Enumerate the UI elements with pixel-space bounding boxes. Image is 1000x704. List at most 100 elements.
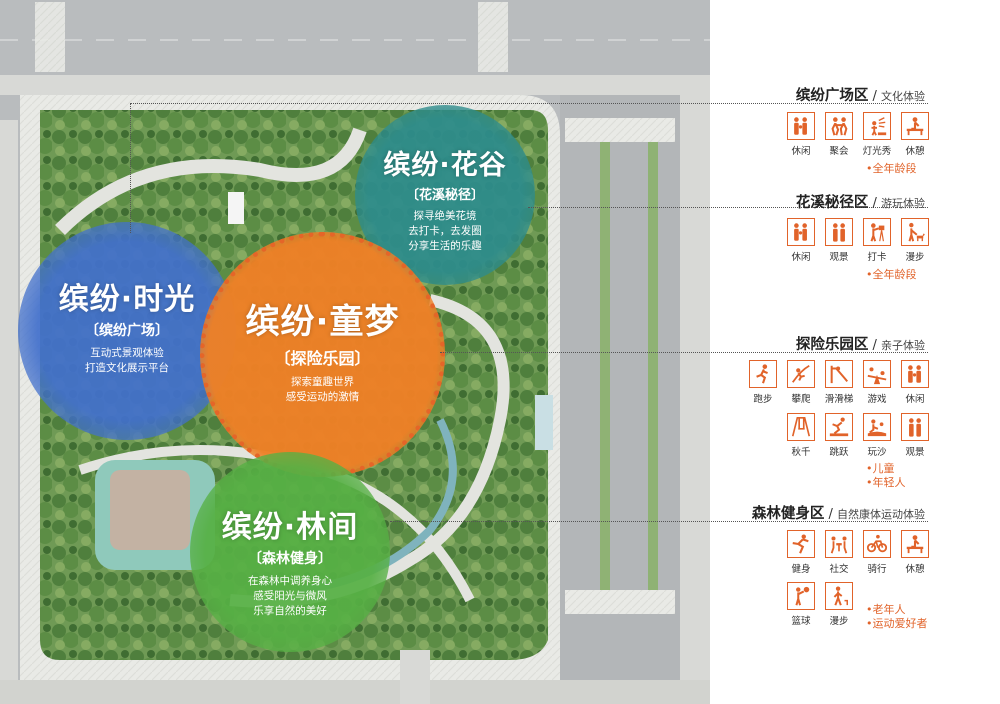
desc-line: 探寻绝美花境: [413, 210, 477, 222]
activity-label: 玩沙: [867, 447, 887, 458]
zone-shiguang-subtitle: 〔缤纷广场〕: [85, 323, 169, 339]
bench-icon: [901, 112, 929, 140]
legend-huaxi-header: 花溪秘径区 / 游玩体验: [796, 191, 925, 212]
activity-label: 秋千: [791, 447, 811, 458]
activity-label: 观景: [829, 252, 849, 263]
fitness-icon: [787, 530, 815, 558]
zone-linjian-title: 缤纷·林间: [221, 510, 359, 545]
basketball-icon: [787, 582, 815, 610]
swing-icon: [787, 413, 815, 441]
legend-zone-type: 自然康体运动体验: [837, 508, 925, 521]
guide-line-guangchang: [130, 103, 928, 104]
activity-item: 玩沙: [862, 413, 892, 458]
activity-item: 骑行: [862, 530, 892, 575]
walk-icon: [825, 582, 853, 610]
activity-label: 休憩: [905, 146, 925, 157]
activity-item: 观景: [900, 413, 930, 458]
activity-label: 灯光秀: [862, 146, 892, 157]
activity-label: 休闲: [791, 146, 811, 157]
desc-line: 在森林中调养身心: [248, 575, 332, 587]
zone-shiguang-desc: 互动式景观体验 打造文化展示平台: [18, 346, 236, 376]
legend-separator: /: [872, 196, 877, 211]
guide-line-huaxi: [528, 207, 928, 208]
legend-zone-name: 缤纷广场区: [795, 88, 869, 104]
legend-guangchang-ages: 全年龄段: [866, 162, 917, 176]
activity-item: 游戏: [862, 360, 892, 405]
desc-line: 打造文化展示平台: [85, 362, 169, 374]
bicycle-icon: [863, 530, 891, 558]
climb-icon: [787, 360, 815, 388]
legend-separator: /: [872, 338, 877, 353]
zone-huagu-subtitle: 〔花溪秘径〕: [405, 188, 484, 203]
activity-label: 篮球: [791, 616, 811, 627]
activity-label: 滑滑梯: [824, 394, 854, 405]
legend-zone-name: 森林健身区: [751, 506, 825, 522]
activity-item: 秋千: [786, 413, 816, 458]
age-group: 运动爱好者: [866, 617, 928, 631]
dogwalk-icon: [901, 218, 929, 246]
legend-separator: /: [872, 89, 877, 104]
run-icon: [749, 360, 777, 388]
legend-guangchang-icons: 休闲 聚会 灯光秀 休憩: [786, 112, 930, 157]
desc-line: 去打卡，去发圈: [408, 225, 482, 237]
activity-item: 休闲: [786, 112, 816, 157]
activity-item: 休憩: [900, 530, 930, 575]
activity-item: 健身: [786, 530, 816, 575]
activity-label: 漫步: [829, 616, 849, 627]
family-icon: [787, 112, 815, 140]
activity-label: 社交: [829, 564, 849, 575]
bench-icon: [901, 530, 929, 558]
age-group: 老年人: [866, 603, 928, 617]
zone-linjian-subtitle: 〔森林健身〕: [248, 551, 332, 567]
legend-huaxi-icons: 休闲 观景 打卡 漫步: [786, 218, 930, 263]
activity-item: 跑步: [748, 360, 778, 405]
legend-tanxian-icons-row2: 秋千 跳跃 玩沙 观景: [786, 413, 930, 458]
zone-huagu-desc: 探寻绝美花境 去打卡，去发圈 分享生活的乐趣: [355, 209, 535, 254]
family-icon: [787, 218, 815, 246]
activity-label: 跳跃: [829, 447, 849, 458]
social-icon: [825, 530, 853, 558]
legend-senlin-icons-row2: 篮球 漫步: [786, 582, 854, 627]
lightshow-icon: [863, 112, 891, 140]
legend-tanxian-header: 探险乐园区 / 亲子体验: [796, 333, 925, 354]
activity-label: 休闲: [791, 252, 811, 263]
activity-label: 休憩: [905, 564, 925, 575]
activity-label: 骑行: [867, 564, 887, 575]
guide-line-tanxian: [440, 352, 928, 353]
family-icon: [901, 360, 929, 388]
activity-item: 打卡: [862, 218, 892, 263]
age-group: 全年龄段: [866, 162, 917, 176]
activity-item: 社交: [824, 530, 854, 575]
desc-line: 分享生活的乐趣: [408, 240, 482, 252]
legend-tanxian-ages: 儿童 年轻人: [866, 462, 906, 490]
legend-zone-type: 亲子体验: [881, 339, 925, 352]
zone-tongmeng-dotted-ring: [200, 232, 445, 477]
legend-zone-type: 游玩体验: [881, 197, 925, 210]
legend-senlin-header: 森林健身区 / 自然康体运动体验: [752, 502, 925, 523]
activity-label: 打卡: [867, 252, 887, 263]
legend-zone-type: 文化体验: [881, 90, 925, 103]
zone-shiguang-title: 缤纷·时光: [58, 282, 196, 317]
legend-tanxian-icons-row1: 跑步 攀爬 滑滑梯 游戏 休闲: [748, 360, 930, 405]
activity-item: 聚会: [824, 112, 854, 157]
seesaw-icon: [863, 360, 891, 388]
guide-line-senlin: [390, 521, 928, 522]
legend-zone-name: 花溪秘径区: [795, 195, 869, 211]
dance-icon: [825, 112, 853, 140]
jump-icon: [825, 413, 853, 441]
zone-huagu-title: 缤纷·花谷: [383, 150, 507, 181]
activity-label: 健身: [791, 564, 811, 575]
people-icon: [825, 218, 853, 246]
activity-label: 漫步: [905, 252, 925, 263]
legend-guangchang-header: 缤纷广场区 / 文化体验: [796, 84, 925, 105]
activity-item: 漫步: [824, 582, 854, 627]
zone-linjian-circle: 缤纷·林间 〔森林健身〕 在森林中调养身心 感受阳光与微风 乐享自然的美好: [190, 452, 390, 652]
legend-huaxi-ages: 全年龄段: [866, 268, 917, 282]
activity-item: 漫步: [900, 218, 930, 263]
legend-zone-name: 探险乐园区: [795, 337, 869, 353]
activity-label: 跑步: [753, 394, 773, 405]
activity-label: 攀爬: [791, 394, 811, 405]
activity-label: 聚会: [829, 146, 849, 157]
activity-item: 灯光秀: [862, 112, 892, 157]
activity-label: 游戏: [867, 394, 887, 405]
